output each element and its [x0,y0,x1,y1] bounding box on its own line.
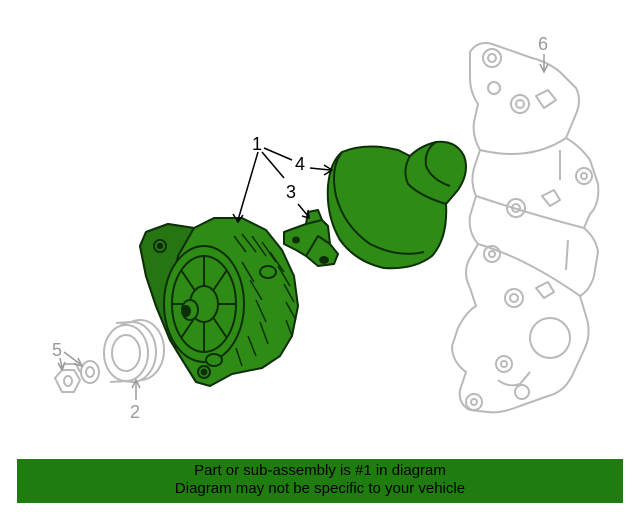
leader-lines [57,54,549,400]
info-banner: Part or sub-assembly is #1 in diagram Di… [17,459,623,503]
voltage-regulator [283,209,339,267]
mounting-bracket [451,42,600,414]
alternator-cover [326,140,467,270]
alternator [139,217,299,387]
banner-line-2: Diagram may not be specific to your vehi… [174,480,466,497]
banner-line-1: Part or sub-assembly is #1 in diagram [194,462,446,479]
pulley [103,319,165,383]
callout-3: 3 [286,182,296,202]
callout-1: 1 [252,134,262,154]
callout-4: 4 [295,154,305,174]
callout-6: 6 [538,34,548,54]
callout-5: 5 [52,340,62,360]
parts-diagram: 1 2 3 4 5 6 [52,34,600,422]
callout-2: 2 [130,402,140,422]
